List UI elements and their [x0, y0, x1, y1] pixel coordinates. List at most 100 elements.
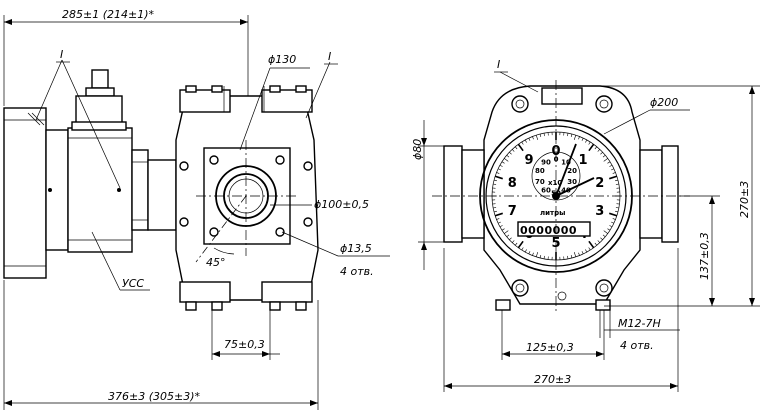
dial-tick — [581, 137, 584, 141]
dial-tick — [612, 218, 616, 220]
dial-tick — [499, 225, 503, 228]
dial-tick — [517, 240, 524, 249]
dim-thread: M12-7H — [618, 317, 661, 330]
dim-height-270: 270±3 — [738, 181, 751, 218]
dial-tick — [567, 133, 569, 137]
dial-small-number: 30 — [567, 178, 577, 186]
callout-right: I — [497, 58, 500, 71]
dial-tick — [615, 210, 619, 213]
dial-tick — [496, 172, 500, 174]
dim-dia-200: ϕ200 — [650, 96, 678, 109]
dial-tick — [493, 207, 497, 209]
dim-holes-4b: 4 отв. — [620, 339, 654, 352]
dial-tick — [511, 240, 515, 243]
dial-tick — [524, 249, 527, 253]
dim-height-137: 137±0,3 — [698, 232, 711, 280]
dial-tick — [504, 230, 509, 234]
dial-tick — [517, 143, 524, 152]
dial-tick — [497, 168, 501, 171]
dial-tick — [494, 175, 503, 180]
dial-tick — [594, 146, 598, 150]
dial-tick — [501, 161, 505, 164]
dial-tick — [543, 255, 545, 259]
dial-tick — [615, 183, 619, 185]
dial-number: 1 — [579, 153, 588, 168]
dial-tick — [543, 133, 545, 137]
dial-number: 7 — [508, 204, 517, 219]
dial-tick — [528, 251, 531, 255]
right-dimensions: ϕ80 ϕ200 I 270±3 137±0,3 M12-7H 4 отв. — [411, 58, 760, 392]
dial-tick — [588, 240, 595, 249]
dial-small-number: 90 — [541, 159, 551, 167]
dial-tick — [494, 212, 503, 217]
dim-offset-75: 75±0,3 — [224, 338, 265, 351]
dial-tick — [504, 158, 509, 162]
dial-tick — [609, 164, 613, 167]
dim-width-125: 125±0,3 — [526, 341, 574, 354]
dial-tick — [607, 161, 611, 164]
dial-tick — [514, 242, 518, 246]
dim-angle-45: 45° — [206, 256, 226, 269]
dial-tick — [493, 183, 497, 185]
callout-left: I — [60, 48, 63, 61]
dial-tick — [506, 234, 510, 238]
dial-tick — [585, 249, 588, 253]
dial-center-mark: x10 — [548, 179, 562, 187]
dial-tick — [600, 151, 603, 155]
dial-tick — [509, 237, 512, 241]
dial-number: 9 — [524, 153, 533, 168]
dial-tick — [609, 225, 613, 228]
dial-tick — [612, 172, 616, 174]
dial-tick — [501, 228, 505, 231]
dial-tick — [509, 151, 512, 155]
dial-tick — [514, 146, 518, 150]
dial-tick — [573, 135, 577, 140]
dial-tick — [497, 221, 501, 224]
dial-tick — [493, 179, 497, 182]
dial-tick — [603, 158, 608, 162]
dim-top-length: 285±1 (214±1)* — [62, 8, 155, 21]
dial-tick — [578, 136, 580, 140]
dial-tick — [521, 141, 524, 145]
label-uss: УСС — [122, 277, 144, 290]
dial-number: 0 — [551, 144, 560, 159]
dial-number: 3 — [595, 204, 604, 219]
dial-tick — [570, 255, 573, 259]
dial-tick — [532, 252, 534, 256]
dial-small-number: 10 — [561, 159, 571, 167]
dial-small-number: 80 — [535, 167, 545, 175]
dim-bottom-length: 376±3 (305±3)* — [108, 390, 201, 403]
dial-tick — [573, 252, 577, 257]
dial-tick — [588, 141, 591, 145]
dial-small-number: 60 — [541, 186, 551, 194]
front-view: 0123456789 0102030405060708090 x10 литры… — [432, 80, 690, 312]
dim-dia-80: ϕ80 — [411, 139, 424, 160]
dial-tick — [609, 175, 618, 180]
dim-dia-130: ϕ130 — [268, 53, 296, 66]
dial-unit: литры — [540, 209, 565, 217]
dial-tick — [578, 252, 580, 256]
dial-tick — [615, 179, 619, 182]
dial-tick — [597, 240, 601, 243]
dial-hand-short — [555, 177, 595, 197]
dial-tick — [532, 136, 534, 140]
dial-tick — [585, 139, 588, 143]
dial-number: 2 — [595, 176, 604, 191]
dial-tick — [535, 252, 539, 257]
side-view — [3, 69, 319, 311]
dial-tick — [511, 149, 515, 152]
dim-holes-4: 4 отв. — [340, 265, 374, 278]
dial-tick — [602, 234, 606, 238]
callout-mid: I — [328, 50, 331, 63]
dial-tick — [496, 218, 500, 220]
dial-tick — [506, 154, 510, 158]
dial-tick — [594, 242, 598, 246]
dial-tick — [602, 154, 606, 158]
dial-tick — [615, 207, 619, 209]
dial-tick — [597, 149, 601, 152]
dial-tick — [535, 135, 539, 140]
dial-hand-long — [555, 143, 577, 197]
dial-tick — [611, 168, 615, 171]
dial-small-number: 70 — [535, 178, 545, 186]
